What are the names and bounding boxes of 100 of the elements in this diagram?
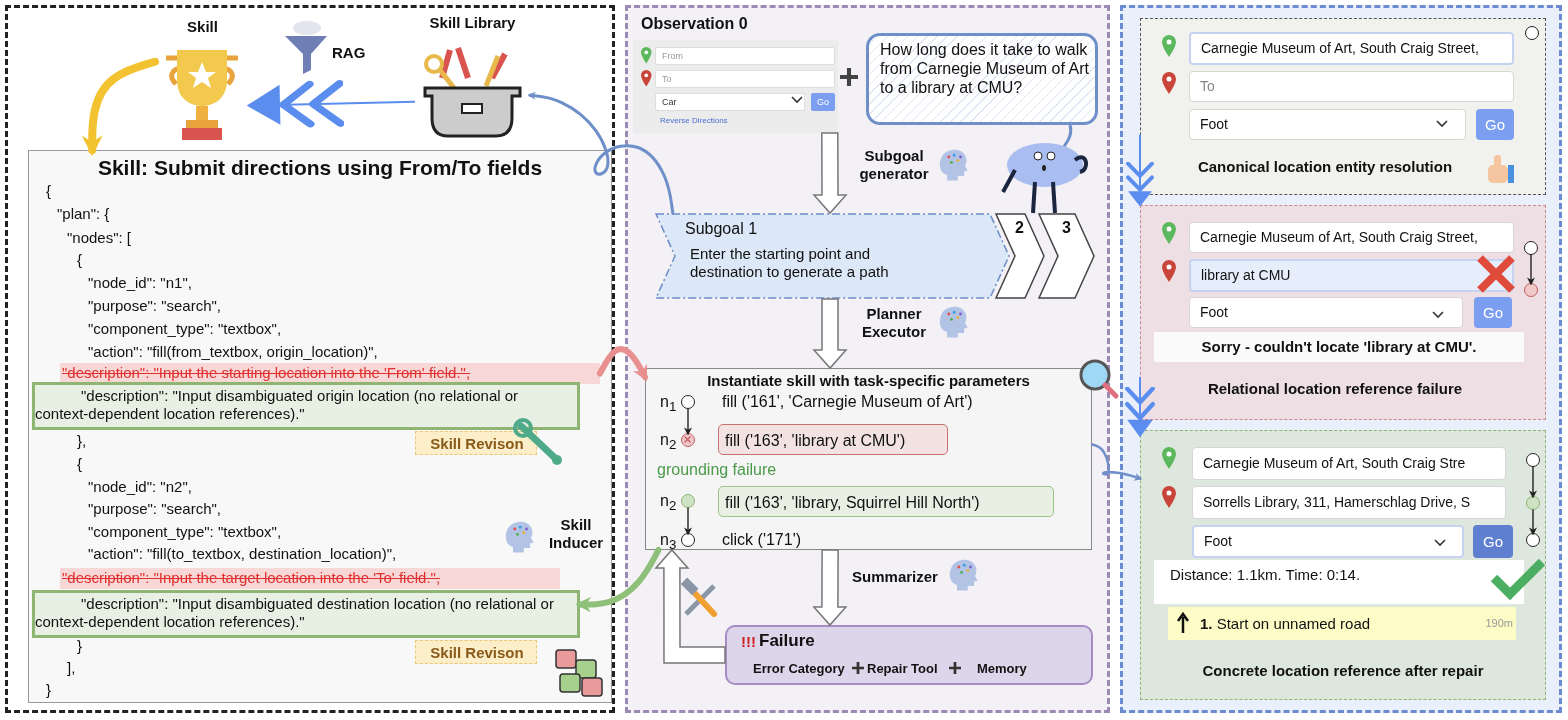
block-arrow: [812, 298, 848, 370]
curved-arrow: [81, 57, 159, 157]
removed-line-highlight: [60, 363, 600, 384]
input-field: To: [1189, 71, 1514, 102]
panel-title: Relational location reference failure: [1206, 380, 1464, 398]
plan-node-circle: [1526, 453, 1540, 467]
block-arrow: [654, 548, 726, 664]
node-label: n$_{2}$: [660, 491, 677, 515]
dashed-panel: [1120, 5, 1562, 713]
select-field: Foot: [1192, 525, 1464, 558]
card-title: Instantiate skill with task-specific parameters: [706, 372, 1031, 390]
dashed-panel: [625, 5, 1110, 713]
plan-node-circle: [1526, 533, 1540, 547]
code-line: "component_type": "textbox",: [88, 523, 282, 541]
code-line: "node_id": "n1",: [88, 274, 192, 292]
input-field: library at CMU: [1189, 259, 1514, 292]
chevron-arrow: [1126, 133, 1154, 209]
label-text: Skill Inducer: [547, 516, 605, 552]
input-field: Sorrells Library, 311, Hamerschlag Drive, S: [1192, 486, 1506, 519]
failed-node-circle: [681, 433, 695, 447]
step-text: fill ('161', 'Carnegie Museum of Art'): [722, 392, 973, 412]
route-summary: Distance: 1.1km. Time: 0:14.: [1154, 560, 1524, 604]
result-panel: [1140, 430, 1546, 700]
tag-text: Skill Revison: [429, 644, 525, 662]
plan-node-circle: [1524, 241, 1538, 255]
chevron-arrow: [244, 80, 416, 129]
card-title: Skill: Submit directions using From/To fields: [96, 155, 544, 181]
code-line: "action": "fill(from_textbox, origin_location)",: [88, 343, 378, 361]
skill-card: [645, 368, 1092, 550]
go-button: Go: [811, 93, 835, 111]
go-button: Go: [1473, 525, 1513, 558]
failed-node-circle: [1524, 283, 1538, 297]
code-line: "purpose": "search",: [88, 297, 222, 315]
dashed-panel: [5, 5, 615, 713]
step-text: fill ('163', 'library at CMU'): [725, 431, 906, 451]
panel-title: Concrete location reference after repair: [1201, 662, 1485, 680]
failure-card: [725, 625, 1093, 685]
form-title: Observation 0: [641, 14, 748, 34]
plan-node-circle: [681, 533, 695, 547]
error-message: Sorry - couldn't locate 'library at CMU'.: [1154, 332, 1524, 362]
icon-caption: Skill Library: [428, 14, 517, 32]
subgoal-title: Subgoal 1: [685, 219, 758, 239]
chevron-step: [1038, 213, 1095, 299]
select-field: Foot: [1189, 109, 1466, 140]
failure-item: Error Category: [753, 661, 845, 677]
code-line: "component_type": "textbox",: [88, 320, 282, 338]
step-text: click ('171'): [722, 530, 801, 550]
repaired-node-circle: [1526, 496, 1540, 510]
code-line: }: [77, 637, 82, 655]
plan-node-circle: [1525, 26, 1539, 40]
curved-arrow: [1090, 443, 1143, 481]
step-number: 3: [1062, 218, 1071, 238]
subgoal-chevron: [655, 213, 1010, 299]
code-line: "nodes": [: [67, 229, 132, 247]
input-field: To: [655, 70, 835, 88]
arrow: [1529, 509, 1537, 536]
failure-item: Memory: [977, 661, 1027, 677]
status-text: grounding failure: [657, 460, 777, 480]
subgoal-text: Enter the starting point and destination to generate a path: [690, 245, 890, 281]
panel-title: Canonical location entity resolution: [1196, 158, 1454, 176]
revision-tag: [415, 640, 537, 664]
repaired-step-box: [718, 486, 1054, 517]
input-field: Carnegie Museum of Art, South Craig Street,: [1189, 32, 1514, 65]
step-text: fill ('163', 'library, Squirrel Hill North'): [725, 493, 980, 513]
failed-step-box: [718, 424, 948, 455]
input-field: Carnegie Museum of Art, South Craig Street,: [1189, 222, 1514, 253]
speech-bubble: [866, 33, 1098, 125]
icon-caption: Skill: [186, 18, 219, 36]
tag-text: Skill Revison: [429, 435, 525, 453]
code-line: "plan": {: [57, 205, 110, 223]
node-label: n$_{2}$: [660, 430, 677, 454]
node-label: n$_{1}$: [660, 392, 677, 416]
code-line: ],: [67, 659, 76, 677]
result-panel: [1140, 18, 1546, 195]
failure-title: Failure: [759, 631, 815, 652]
arrow: [1529, 466, 1537, 499]
failure-item: Repair Tool: [867, 661, 938, 677]
code-line: }: [46, 681, 51, 699]
repaired-node-circle: [681, 494, 695, 508]
arrow: [684, 408, 692, 436]
code-line: {: [46, 182, 51, 200]
code-line: {: [77, 455, 82, 473]
go-button: Go: [1476, 109, 1514, 140]
curved-arrow: [575, 547, 662, 613]
code-line: "purpose": "search",: [88, 500, 222, 518]
removed-code-line: "description": "Input the starting location into the 'From' field.",: [61, 364, 471, 382]
revision-tag: [415, 431, 537, 455]
curved-arrow: [527, 91, 675, 215]
removed-code-line: "description": "Input the target location into the 'To' field.",: [61, 569, 441, 587]
go-button: Go: [1474, 297, 1512, 328]
route-step: 1. Start on unnamed road: [1168, 607, 1468, 640]
code-line: {: [77, 251, 82, 269]
chevron-step: [995, 213, 1045, 299]
alert-mark: !!!: [741, 633, 756, 651]
question-text: How long does it take to walk from Carnegie Museum of Art to a library at CMU?: [880, 40, 1090, 98]
code-line: "node_id": "n2",: [88, 478, 192, 496]
reverse-link: Reverse Directions: [660, 116, 728, 126]
code-line: "action": "fill(to_textbox, destination_location)",: [88, 545, 397, 563]
step-distance: 190m: [1468, 607, 1516, 640]
plan-node-circle: [681, 395, 695, 409]
